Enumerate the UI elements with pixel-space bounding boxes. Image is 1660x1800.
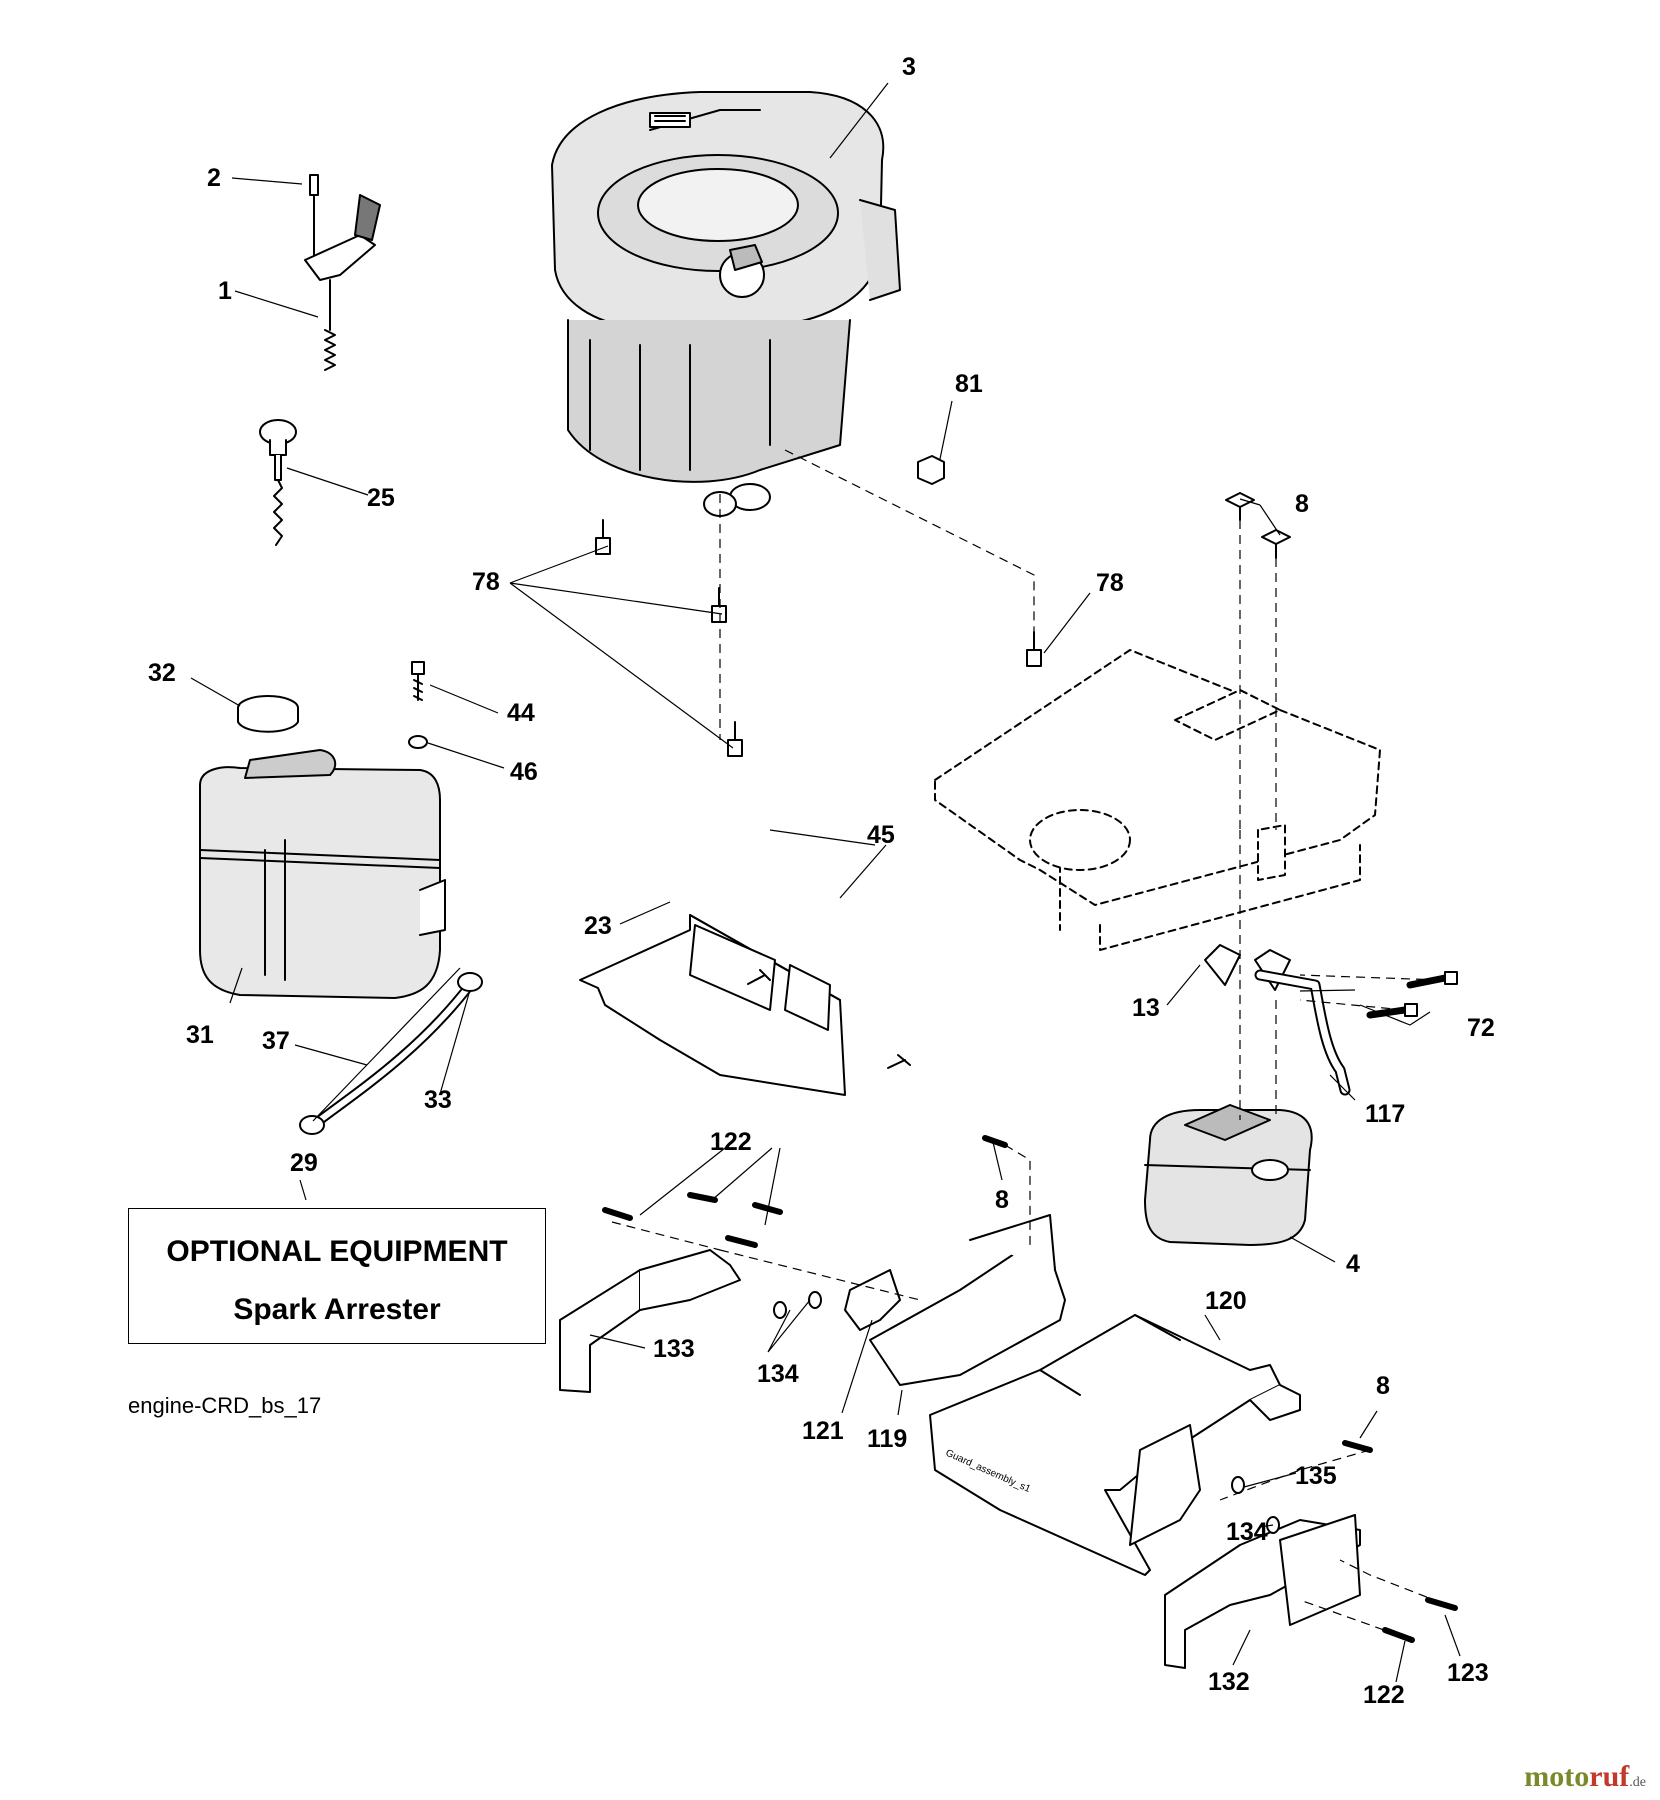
label-29: 29 — [290, 1149, 318, 1177]
bolts-72-part — [1366, 971, 1458, 1019]
label-25: 25 — [367, 484, 395, 512]
nut-81-part — [917, 455, 945, 485]
heat-shield-part — [579, 914, 846, 1096]
label-122-bottom: 122 — [1363, 1681, 1405, 1709]
label-32: 32 — [148, 659, 176, 687]
optional-equipment-title: OPTIONAL EQUIPMENT — [166, 1235, 508, 1268]
fuel-hose-part — [299, 972, 483, 1135]
label-23: 23 — [584, 912, 612, 940]
watermark-part1: moto — [1524, 1760, 1590, 1793]
label-78-right: 78 — [1096, 569, 1124, 597]
bracket-119-part — [869, 1214, 1066, 1386]
label-8-mid: 8 — [995, 1186, 1009, 1214]
optional-equipment-box: OPTIONAL EQUIPMENT Spark Arrester — [128, 1208, 546, 1344]
screws-45-part — [747, 969, 911, 1069]
label-117: 117 — [1365, 1100, 1405, 1128]
label-134-left: 134 — [757, 1360, 799, 1388]
alignment-lines — [611, 449, 1456, 1641]
part-labels: 2 1 3 81 25 8 78 78 32 44 46 45 23 31 37… — [148, 53, 1495, 1709]
label-2: 2 — [207, 164, 221, 192]
label-134-right: 134 — [1226, 1518, 1268, 1546]
engine-part — [551, 91, 901, 517]
label-132: 132 — [1208, 1668, 1250, 1696]
label-81: 81 — [955, 370, 983, 398]
choke-knob-part — [259, 419, 297, 546]
optional-equipment-subtitle: Spark Arrester — [233, 1293, 441, 1326]
throttle-control-part — [304, 174, 381, 371]
mounting-plate-part — [934, 649, 1381, 951]
label-44: 44 — [507, 699, 535, 727]
watermark-part3: .de — [1629, 1775, 1646, 1790]
label-78-left: 78 — [472, 568, 500, 596]
label-119: 119 — [867, 1425, 907, 1453]
label-123: 123 — [1447, 1659, 1489, 1687]
watermark-part2: ruf — [1589, 1760, 1630, 1793]
label-8-bottom: 8 — [1376, 1372, 1390, 1400]
screw-44-part — [408, 661, 428, 749]
engine-bolts-part — [595, 519, 1042, 757]
label-120: 120 — [1205, 1287, 1247, 1315]
bracket-121-part — [844, 1269, 901, 1331]
leader-lines — [190, 82, 1461, 1683]
label-135: 135 — [1295, 1462, 1337, 1490]
label-31: 31 — [186, 1021, 214, 1049]
label-121: 121 — [802, 1417, 844, 1445]
muffler-part — [1144, 1104, 1313, 1246]
label-3: 3 — [902, 53, 916, 81]
label-45: 45 — [867, 821, 895, 849]
label-46: 46 — [510, 758, 538, 786]
label-1: 1 — [218, 277, 232, 305]
guard-133-part — [559, 1249, 741, 1393]
label-13: 13 — [1132, 994, 1160, 1022]
label-122-top: 122 — [710, 1128, 752, 1156]
label-8-top: 8 — [1295, 490, 1309, 518]
label-133: 133 — [653, 1335, 695, 1363]
guard-132-part — [1164, 1514, 1361, 1669]
label-72: 72 — [1467, 1014, 1495, 1042]
bolts-8-top-part — [1225, 492, 1291, 559]
diagram-caption: engine-CRD_bs_17 — [128, 1393, 322, 1418]
label-37: 37 — [262, 1027, 290, 1055]
fuel-tank-part — [199, 695, 446, 999]
watermark-logo: motoruf.de — [1524, 1760, 1646, 1794]
guard-assembly-part — [929, 1314, 1301, 1576]
exhaust-pipe-part — [1204, 944, 1351, 1096]
label-4: 4 — [1346, 1250, 1360, 1278]
label-33: 33 — [424, 1086, 452, 1114]
